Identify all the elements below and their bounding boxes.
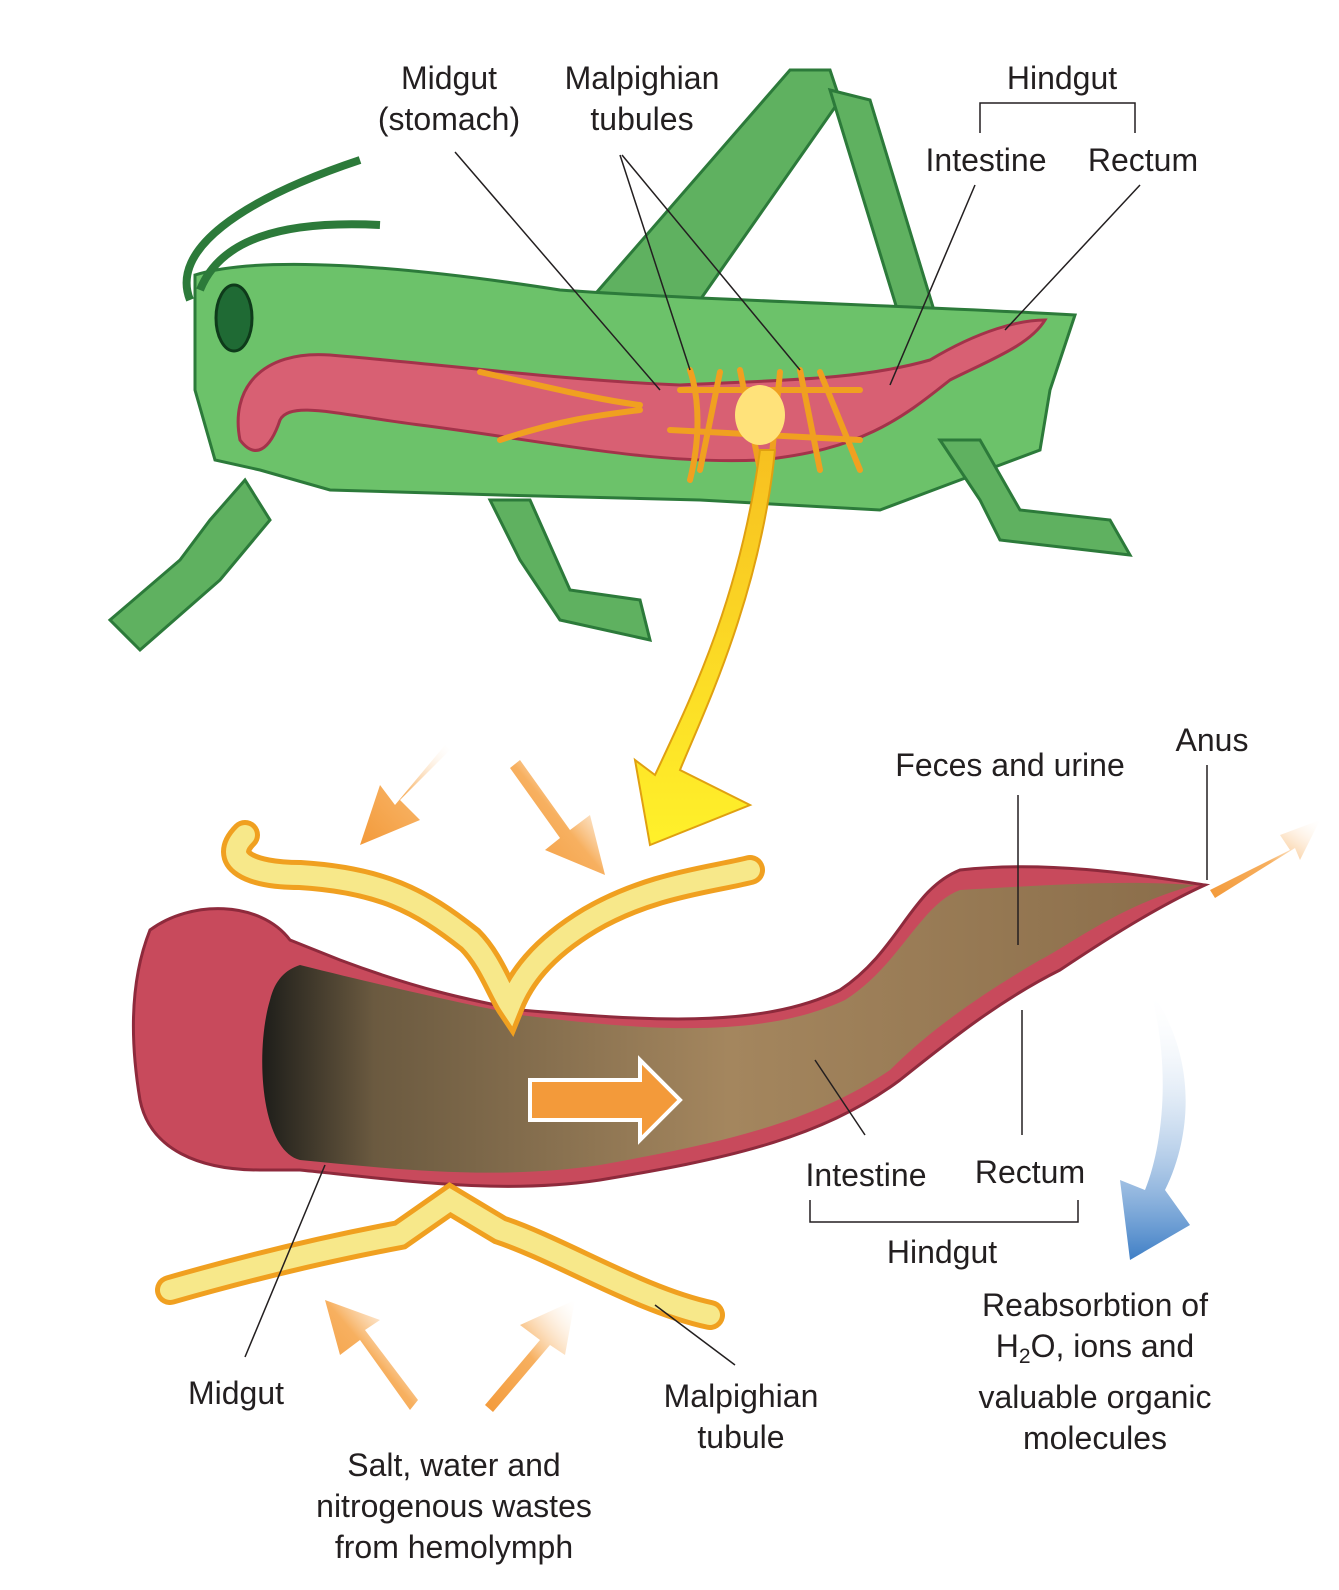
- label-line: nitrogenous wastes: [316, 1488, 592, 1524]
- label-hindgut-top: Hindgut: [1006, 60, 1118, 96]
- label-fragment: O, ions and: [1030, 1328, 1195, 1364]
- zoom-arrow-icon: [633, 449, 777, 847]
- label-subscript: 2: [1018, 1345, 1031, 1368]
- label-line: Midgut: [400, 60, 498, 96]
- label-line: Reabsorbtion of: [982, 1287, 1208, 1323]
- label-line: (stomach): [377, 101, 521, 137]
- label-fragment: H: [995, 1328, 1019, 1364]
- label-hindgut-bottom: Hindgut: [886, 1234, 998, 1270]
- label-midgut-stomach: Midgut (stomach): [378, 58, 520, 140]
- label-reabsorption: Reabsorbtion of H2O, ions and valuable o…: [978, 1285, 1211, 1459]
- label-line: tubules: [590, 101, 694, 137]
- label-line: H2O, ions and: [978, 1326, 1211, 1377]
- label-line: valuable organic: [978, 1379, 1212, 1415]
- eye-icon: [214, 283, 254, 353]
- flow-arrow-icon: [528, 1055, 683, 1145]
- inflow-arrow-icon: [510, 760, 605, 875]
- grasshopper-illustration: [107, 68, 1133, 653]
- label-line: Malpighian: [564, 60, 720, 96]
- reabsorption-arrow-icon: [1120, 990, 1190, 1260]
- label-midgut-bottom: Midgut: [187, 1375, 285, 1411]
- label-anus: Anus: [1175, 722, 1249, 758]
- label-salt-water-wastes: Salt, water and nitrogenous wastes from …: [316, 1445, 592, 1568]
- label-malpighian-tubules: Malpighian tubules: [565, 58, 720, 140]
- label-line: molecules: [1022, 1420, 1168, 1456]
- label-rectum-top: Rectum: [1087, 142, 1199, 178]
- label-feces-urine: Feces and urine: [895, 747, 1125, 783]
- inflow-arrow-icon: [325, 1300, 418, 1410]
- label-line: Salt, water and: [347, 1447, 561, 1483]
- label-intestine-top: Intestine: [925, 142, 1047, 178]
- label-line: tubule: [697, 1419, 785, 1455]
- label-intestine-bottom: Intestine: [805, 1157, 927, 1193]
- label-line: Malpighian: [663, 1378, 819, 1414]
- gut-cross-section: [131, 820, 1211, 1330]
- leader-lines: [244, 102, 1208, 1366]
- outflow-arrow-icon: [1210, 820, 1320, 898]
- inflow-arrow-icon: [360, 745, 450, 845]
- label-rectum-bottom: Rectum: [974, 1154, 1086, 1190]
- label-malpighian-tubule: Malpighian tubule: [664, 1376, 819, 1458]
- label-line: from hemolymph: [334, 1529, 574, 1565]
- inflow-arrow-icon: [485, 1300, 575, 1412]
